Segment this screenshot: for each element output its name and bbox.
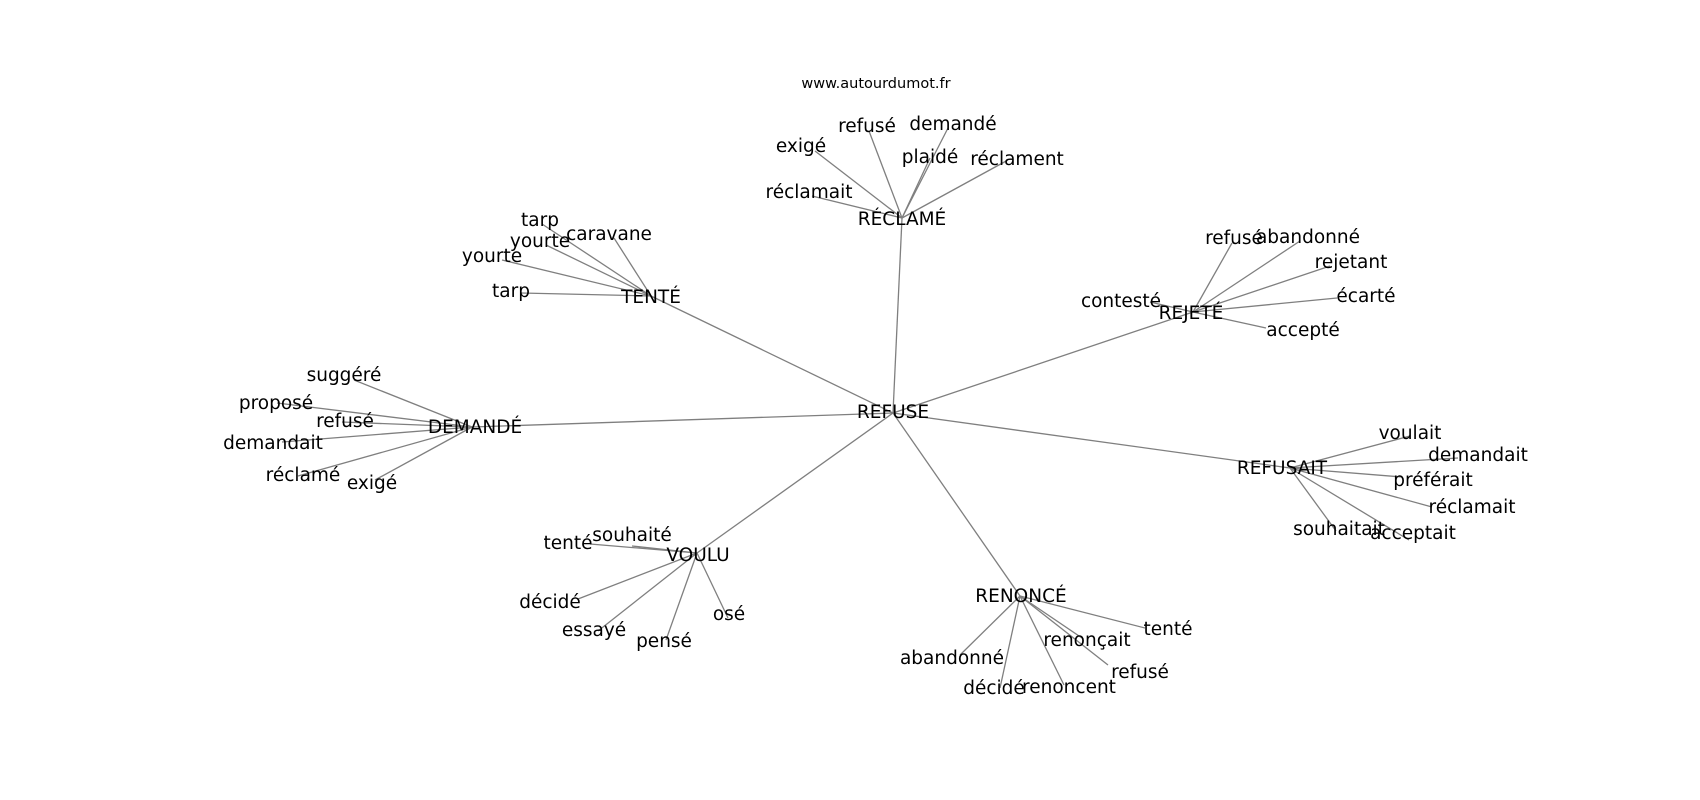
leaf-node-reclame-plaide[interactable]: plaidé xyxy=(902,147,959,168)
edge-renonce-renoncait xyxy=(1019,595,1083,639)
edge-renonce-renoncent xyxy=(1019,595,1065,686)
leaf-node-demande-suggere[interactable]: suggéré xyxy=(307,365,382,386)
edge-reclame-exige xyxy=(814,150,903,219)
edge-refusait-souhaitait xyxy=(1289,467,1337,532)
leaf-node-refusait-souhaitait[interactable]: souhaitait xyxy=(1293,519,1385,540)
hub-node-refusait[interactable]: REFUSAIT xyxy=(1237,458,1328,479)
leaf-node-reclame-reclament[interactable]: réclament xyxy=(970,149,1064,170)
edge-center-renonce xyxy=(892,412,1021,597)
edge-tente-tarp xyxy=(520,292,652,297)
leaf-node-refusait-voulait[interactable]: voulait xyxy=(1379,423,1442,444)
leaf-node-voulu-ose[interactable]: osé xyxy=(713,604,745,625)
hub-node-tente[interactable]: TENTÉ xyxy=(620,286,681,308)
edge-renonce-tente xyxy=(1019,595,1146,629)
leaf-node-demande-propose[interactable]: proposé xyxy=(239,393,313,414)
leaf-node-voulu-decide[interactable]: décidé xyxy=(519,592,581,613)
edge-rejete-rejetant xyxy=(1192,265,1331,313)
edge-center-reclame xyxy=(892,217,903,414)
edge-tente-yourte xyxy=(501,259,652,297)
edge-demande-reclame xyxy=(297,426,473,477)
edge-center-voulu xyxy=(696,412,894,554)
edge-tente-caravane xyxy=(613,237,652,297)
leaf-node-demande-refuse[interactable]: refusé xyxy=(316,411,374,432)
hub-node-renonce[interactable]: RENONCÉ xyxy=(975,585,1066,607)
leaf-node-renonce-refuse[interactable]: refusé xyxy=(1111,662,1169,683)
leaf-node-rejete-abandonne[interactable]: abandonné xyxy=(1256,227,1360,248)
leaf-node-tente-tarp[interactable]: tarp xyxy=(521,210,559,231)
leaf-node-refusait-demandait[interactable]: demandait xyxy=(1428,445,1528,466)
edge-tente-yourte xyxy=(545,244,652,297)
leaf-node-refusait-preferait[interactable]: préférait xyxy=(1393,470,1473,491)
leaf-node-rejete-ecarte[interactable]: écarté xyxy=(1336,286,1395,307)
leaf-node-renonce-renoncent[interactable]: renoncent xyxy=(1022,677,1116,698)
hub-node-voulu[interactable]: VOULU xyxy=(666,545,729,566)
edge-voulu-pense xyxy=(665,552,698,641)
hub-node-rejete[interactable]: REJETÉ xyxy=(1159,302,1224,324)
hub-node-reclame[interactable]: RÉCLAMÉ xyxy=(858,208,947,230)
leaf-node-renonce-decide[interactable]: décidé xyxy=(963,678,1025,699)
edge-voulu-tente xyxy=(589,543,698,554)
edge-rejete-accepte xyxy=(1192,311,1267,329)
center-node-label[interactable]: REFUSE xyxy=(857,402,929,423)
edge-demande-exige xyxy=(374,426,473,481)
leaf-node-renonce-renoncait[interactable]: renonçait xyxy=(1043,630,1130,651)
leaf-node-tente-yourte[interactable]: yourte xyxy=(510,231,570,252)
edge-center-refusait xyxy=(892,412,1291,469)
edge-demande-suggere xyxy=(353,379,473,428)
edge-reclame-reclamait xyxy=(811,195,903,219)
edge-voulu-decide xyxy=(577,552,698,600)
edge-tente-tarp xyxy=(541,223,652,297)
leaf-node-tente-tarp[interactable]: tarp xyxy=(492,281,530,302)
leaf-node-tente-yourte[interactable]: yourte xyxy=(462,246,522,267)
edge-renonce-decide xyxy=(999,595,1021,689)
leaf-node-rejete-conteste[interactable]: contesté xyxy=(1081,291,1161,312)
edge-refusait-acceptait xyxy=(1289,467,1410,541)
graph-edges xyxy=(276,127,1459,689)
leaf-node-demande-demandait[interactable]: demandait xyxy=(223,433,323,454)
edge-reclame-refuse xyxy=(868,130,903,219)
edge-demande-demandait xyxy=(281,426,473,443)
edge-center-rejete xyxy=(892,311,1194,414)
leaf-node-renonce-abandonne[interactable]: abandonné xyxy=(900,648,1004,669)
leaf-node-refusait-reclamait[interactable]: réclamait xyxy=(1429,497,1516,518)
leaf-node-rejete-refuse[interactable]: refusé xyxy=(1205,228,1263,249)
edge-reclame-plaide xyxy=(901,157,931,219)
edge-center-demande xyxy=(471,412,894,428)
leaf-node-voulu-tente[interactable]: tenté xyxy=(544,533,593,554)
graph-labels: www.autourdumot.fr REFUSE RÉCLAMÉ exigé ref… xyxy=(223,76,1528,699)
edge-voulu-ose xyxy=(696,552,729,619)
leaf-node-voulu-pense[interactable]: pensé xyxy=(636,631,692,652)
leaf-node-reclame-demande[interactable]: demandé xyxy=(909,114,996,135)
edge-demande-propose xyxy=(276,402,473,428)
leaf-node-renonce-tente[interactable]: tenté xyxy=(1144,619,1193,640)
edge-refusait-voulait xyxy=(1289,435,1411,469)
leaf-node-tente-caravane[interactable]: caravane xyxy=(566,224,652,245)
leaf-node-refusait-acceptait[interactable]: acceptait xyxy=(1370,523,1456,544)
edge-renonce-refuse xyxy=(1019,595,1109,666)
edge-refusait-reclamait xyxy=(1289,467,1433,508)
edge-voulu-essaye xyxy=(597,552,698,632)
leaf-node-rejete-rejetant[interactable]: rejetant xyxy=(1315,252,1388,273)
leaf-node-rejete-accepte[interactable]: accepté xyxy=(1266,320,1339,341)
leaf-node-voulu-souhaite[interactable]: souhaité xyxy=(592,525,672,546)
edge-center-tente xyxy=(650,295,894,414)
edge-reclame-reclament xyxy=(901,159,1009,219)
leaf-node-voulu-essaye[interactable]: essayé xyxy=(562,620,626,641)
edge-refusait-preferait xyxy=(1289,467,1403,478)
edge-renonce-abandonne xyxy=(959,595,1021,656)
edge-refusait-demandait xyxy=(1289,457,1459,469)
leaf-node-reclame-refuse[interactable]: refusé xyxy=(838,116,896,137)
edge-rejete-ecarte xyxy=(1192,297,1338,313)
source-url[interactable]: www.autourdumot.fr xyxy=(801,76,950,92)
edge-rejete-conteste xyxy=(1149,301,1194,313)
edge-rejete-refuse xyxy=(1192,242,1233,313)
leaf-node-demande-reclame[interactable]: réclamé xyxy=(266,465,341,486)
edge-rejete-abandonne xyxy=(1192,240,1301,313)
hub-node-demande[interactable]: DEMANDÉ xyxy=(428,416,522,438)
leaf-node-reclame-exige[interactable]: exigé xyxy=(776,136,826,157)
leaf-node-demande-exige[interactable]: exigé xyxy=(347,473,397,494)
edge-demande-refuse xyxy=(341,421,473,428)
leaf-node-reclame-reclamait[interactable]: réclamait xyxy=(766,182,853,203)
